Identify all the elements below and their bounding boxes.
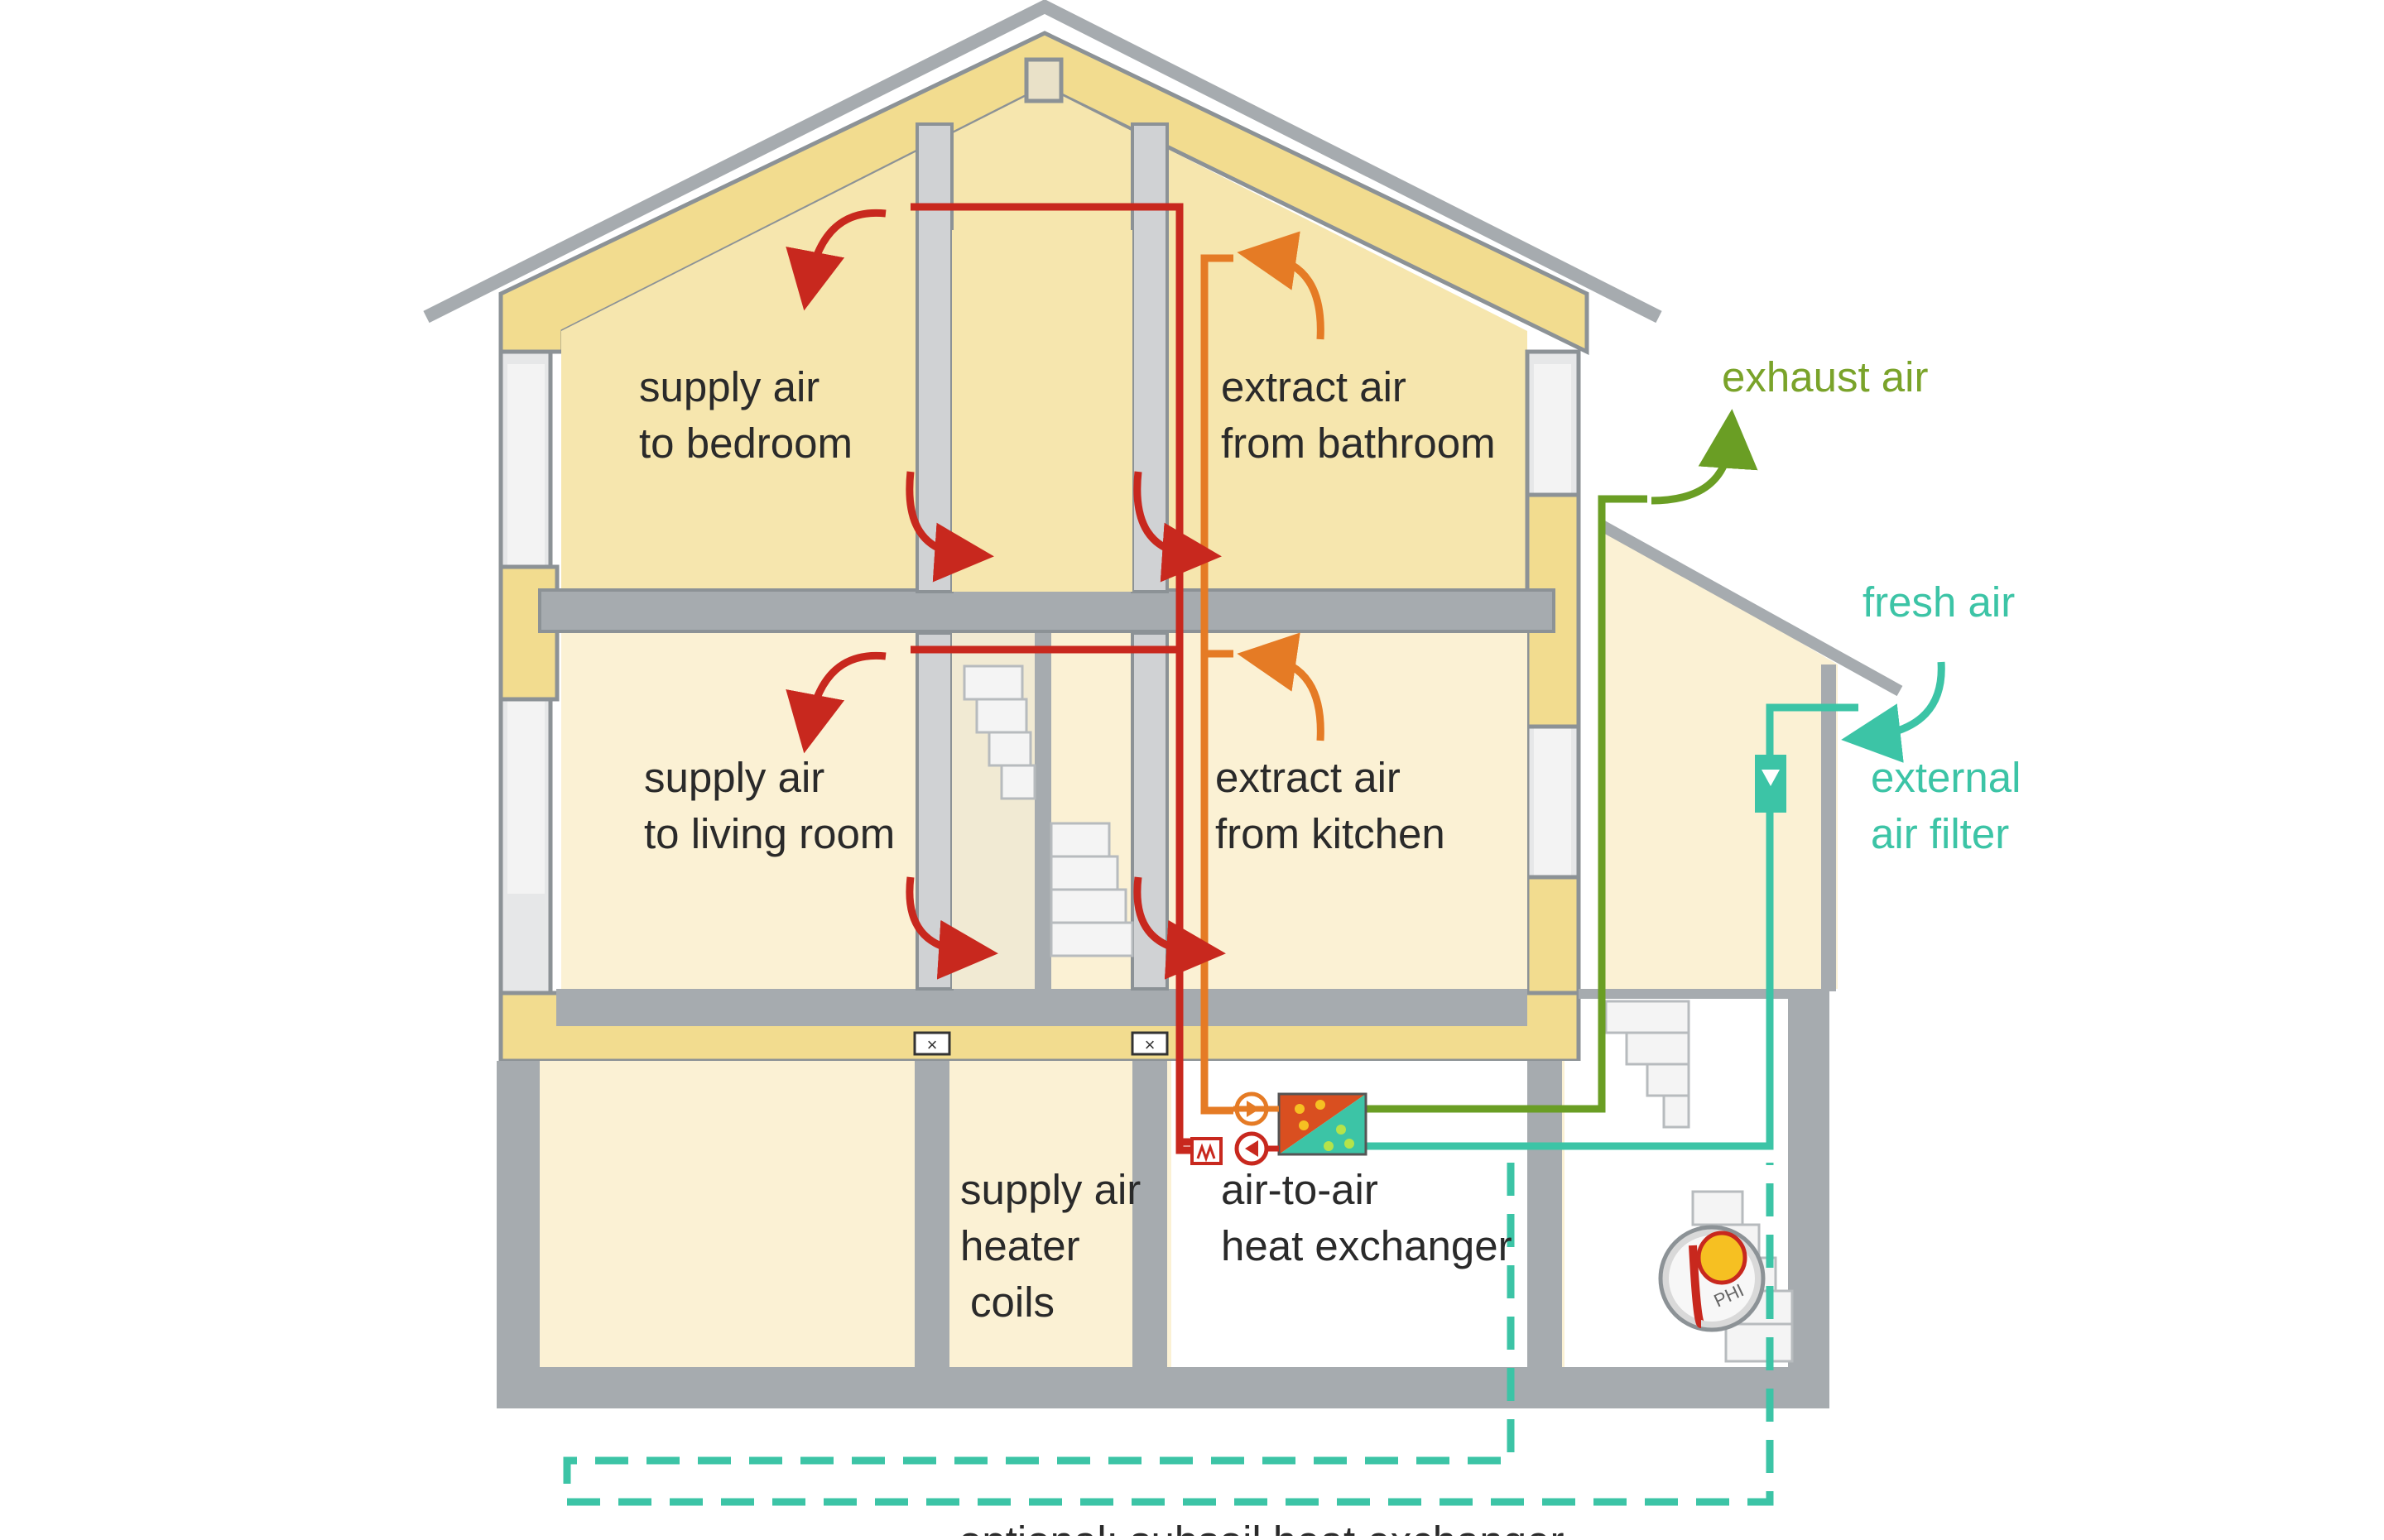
basement-floor	[497, 1367, 1829, 1408]
arrow-fresh	[1841, 661, 1945, 763]
arrow-exhaust	[1651, 409, 1758, 505]
label-external-1: external	[1871, 754, 2021, 801]
fresh-air-duct	[1366, 703, 1858, 1150]
partition-2	[1131, 122, 1169, 593]
basement-left-wall	[497, 1061, 540, 1408]
right-window-panel-2	[1525, 875, 1581, 1004]
label-extract-bathroom-1: extract air	[1221, 363, 1406, 410]
label-external-2: air filter	[1871, 810, 2009, 857]
arrow-supply-bedroom	[786, 209, 887, 311]
arrow-bedroom-out-2	[1133, 471, 1222, 583]
label-heat-exchanger-1: air-to-air	[1221, 1166, 1378, 1213]
label-heat-exchanger-2: heat exchanger	[1221, 1222, 1512, 1269]
heat-exchanger-unit	[1190, 1091, 1367, 1166]
svg-text:×: ×	[1145, 1034, 1156, 1055]
floor-vents: × ×	[913, 1031, 1169, 1056]
annex-roof	[1598, 520, 1903, 697]
label-extract-kitchen-1: extract air	[1215, 754, 1401, 801]
exhaust-air-duct	[1366, 495, 1647, 1113]
annex-floor	[1579, 989, 1829, 999]
label-supply-living-1: supply air	[644, 754, 824, 801]
subsoil-heat-exchanger	[563, 1163, 1774, 1506]
label-heater-coils-2: heater	[960, 1222, 1080, 1269]
label-supply-bedroom-1: supply air	[639, 363, 820, 410]
basement-right-wall	[1788, 989, 1829, 1408]
extract-air-ducts	[1200, 254, 1233, 1115]
arrow-supply-living	[786, 651, 887, 754]
arrow-living-out-1	[906, 876, 998, 980]
floor-slab-1	[538, 588, 1555, 633]
annex-wall	[1821, 664, 1836, 991]
label-supply-bedroom-2: to bedroom	[639, 420, 853, 467]
svg-text:×: ×	[927, 1034, 938, 1055]
arrow-extract-bathroom	[1237, 231, 1324, 340]
basement-wall-2	[1132, 1061, 1167, 1367]
labels: supply air to bedroom extract air from b…	[639, 353, 2021, 1540]
main-roof	[423, 0, 1662, 324]
label-subsoil: optional: subsoil heat exchanger	[959, 1518, 1564, 1536]
label-extract-kitchen-2: from kitchen	[1215, 810, 1445, 857]
partition-5	[1035, 633, 1051, 989]
phi-logo: PHI	[1658, 1225, 1766, 1332]
arrow-extract-kitchen	[1237, 632, 1324, 741]
label-fresh-air: fresh air	[1862, 578, 2015, 626]
label-heater-coils-3: coils	[970, 1279, 1055, 1326]
airflow-arrows	[786, 209, 1945, 980]
label-exhaust-air: exhaust air	[1722, 353, 1928, 401]
house-structure: × ×	[423, 0, 1903, 1408]
basement-wall-1	[915, 1061, 949, 1367]
floor-slab-2	[556, 989, 1527, 1026]
arrow-living-out-2	[1133, 876, 1226, 980]
partition-1	[916, 122, 954, 593]
ridge-vent	[1024, 57, 1064, 103]
label-supply-living-2: to living room	[644, 810, 895, 857]
annex-interior	[1602, 525, 1838, 989]
label-extract-bathroom-2: from bathroom	[1221, 420, 1496, 467]
arrow-bedroom-out-1	[906, 471, 994, 583]
label-heater-coils-1: supply air	[960, 1166, 1141, 1213]
